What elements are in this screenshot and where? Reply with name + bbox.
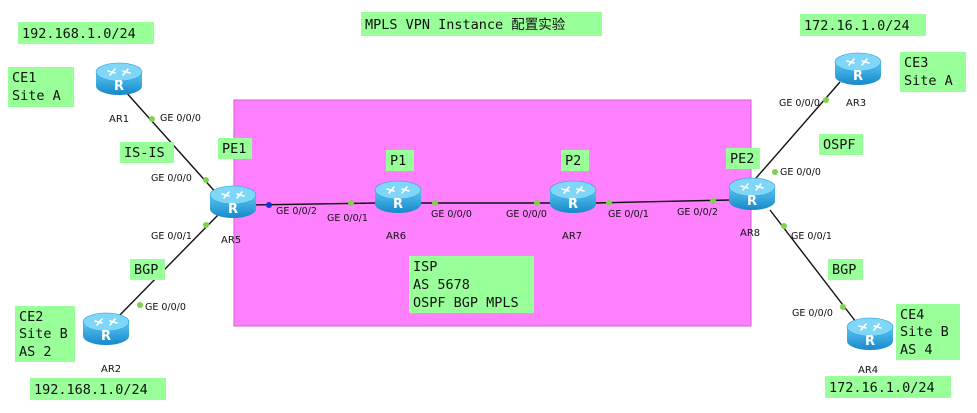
protocol-label-bgp-left: BGP	[134, 262, 158, 278]
network-label-ce3: 172.16.1.0/24	[804, 18, 910, 34]
port-dot	[203, 222, 209, 228]
ce1-name: CE1	[12, 70, 36, 86]
isp-line-1: ISP	[413, 259, 437, 275]
port-label-ar5-g002: GE 0/0/2	[276, 206, 317, 217]
port-dot	[823, 97, 829, 103]
ce3-site: Site A	[904, 73, 953, 89]
router-icon[interactable]	[846, 317, 894, 351]
role-label-p2: P2	[565, 153, 581, 169]
device-name-ar5: AR5	[221, 235, 241, 246]
ce2-site: Site B	[19, 326, 68, 342]
ce4-name: CE4	[900, 307, 924, 323]
port-label-ar8-g001: GE 0/0/1	[791, 231, 832, 242]
port-dot	[348, 200, 354, 206]
role-label-pe2: PE2	[730, 151, 754, 167]
port-label-ar8-g000: GE 0/0/0	[780, 167, 821, 178]
port-label-ar7-g000: GE 0/0/0	[506, 209, 547, 220]
port-dot	[534, 200, 540, 206]
ce4-as: AS 4	[900, 342, 933, 358]
port-label-ar6-g000: GE 0/0/0	[431, 209, 472, 220]
ce2-name: CE2	[19, 309, 43, 325]
port-dot	[203, 177, 209, 183]
network-label-ce4: 172.16.1.0/24	[829, 380, 935, 396]
network-label-ce1: 192.168.1.0/24	[22, 26, 136, 42]
isp-line-2: AS 5678	[413, 277, 470, 293]
port-label-ar3-g000: GE 0/0/0	[779, 98, 820, 109]
protocol-label-isis: IS-IS	[124, 145, 165, 161]
protocol-label-bgp-right: BGP	[832, 262, 856, 278]
router-icon[interactable]	[834, 52, 882, 86]
router-icon[interactable]	[95, 62, 143, 96]
port-label-ar5-g001: GE 0/0/1	[151, 231, 192, 242]
ce2-as: AS 2	[19, 344, 52, 360]
router-icon[interactable]	[209, 185, 257, 219]
ce3-name: CE3	[904, 55, 928, 71]
port-dot	[772, 169, 778, 175]
device-name-ar2: AR2	[101, 364, 121, 375]
device-name-ar6: AR6	[386, 231, 406, 242]
port-label-ar2-g000: GE 0/0/0	[145, 302, 186, 313]
ce1-site: Site A	[12, 88, 61, 104]
device-name-ar4: AR4	[858, 365, 878, 376]
router-icon[interactable]	[82, 312, 130, 346]
port-dot	[606, 200, 612, 206]
role-label-pe1: PE1	[222, 141, 246, 157]
protocol-label-ospf: OSPF	[823, 137, 856, 153]
device-name-ar8: AR8	[740, 228, 760, 239]
router-icon[interactable]	[549, 180, 597, 214]
port-dot-blue	[266, 202, 272, 208]
ce4-site: Site B	[900, 324, 949, 340]
network-label-ce2: 192.168.1.0/24	[34, 382, 148, 398]
port-label-ar7-g001: GE 0/0/1	[608, 209, 649, 220]
port-dot	[137, 302, 143, 308]
link-ar7-ar8	[594, 199, 731, 204]
port-label-ar1-g000: GE 0/0/0	[160, 113, 201, 124]
device-name-ar7: AR7	[562, 231, 582, 242]
port-dot	[781, 223, 787, 229]
diagram-title: MPLS VPN Instance 配置实验	[365, 17, 566, 33]
port-dot	[840, 304, 846, 310]
port-label-ar6-g001: GE 0/0/1	[327, 213, 368, 224]
device-name-ar1: AR1	[109, 114, 129, 125]
port-label-ar5-g000: GE 0/0/0	[151, 173, 192, 184]
device-name-ar3: AR3	[846, 98, 866, 109]
role-label-p1: P1	[390, 153, 406, 169]
port-dot	[149, 116, 155, 122]
port-dot	[710, 198, 716, 204]
port-label-ar8-g002: GE 0/0/2	[677, 207, 718, 218]
port-dot	[432, 200, 438, 206]
port-label-ar4-g000: GE 0/0/0	[792, 308, 833, 319]
router-icon[interactable]	[374, 180, 422, 214]
isp-line-3: OSPF BGP MPLS	[413, 295, 519, 311]
router-icon[interactable]	[728, 177, 776, 211]
